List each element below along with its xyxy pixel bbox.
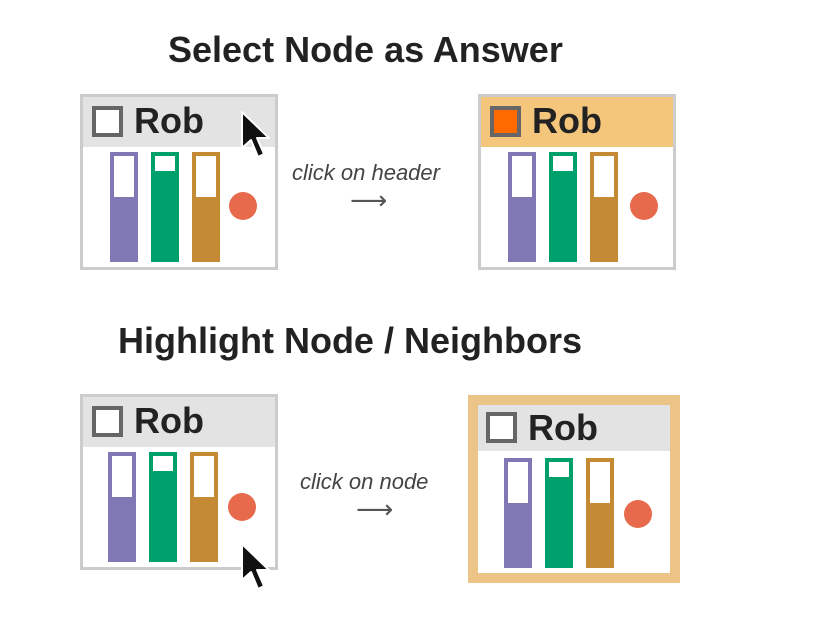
- arrow-cursor-icon: [241, 111, 270, 158]
- attribute-dot: [228, 493, 256, 521]
- bar-empty-part: [549, 462, 569, 477]
- attribute-bar-purple: [108, 452, 136, 562]
- attribute-bar-green: [545, 458, 573, 568]
- node-checkbox-checked[interactable]: [490, 106, 521, 137]
- node-card-highlight-before[interactable]: Rob: [80, 394, 278, 570]
- node-header[interactable]: Rob: [83, 97, 275, 147]
- attribute-bar-purple: [504, 458, 532, 568]
- bar-empty-part: [114, 156, 134, 197]
- bar-empty-part: [112, 456, 132, 497]
- node-checkbox[interactable]: [92, 106, 123, 137]
- highlight-title: Highlight Node / Neighbors: [118, 320, 582, 361]
- arrow-cursor-icon: [241, 543, 270, 590]
- attribute-bar-green: [149, 452, 177, 562]
- node-checkbox[interactable]: [92, 406, 123, 437]
- node-header[interactable]: Rob: [83, 397, 275, 447]
- node-card-highlighted[interactable]: Rob: [468, 395, 680, 583]
- bar-empty-part: [153, 456, 173, 471]
- node-header[interactable]: Rob: [481, 97, 673, 147]
- attribute-bar-green: [151, 152, 179, 262]
- bar-empty-part: [512, 156, 532, 197]
- node-card-selected[interactable]: Rob: [478, 94, 676, 270]
- bar-empty-part: [553, 156, 573, 171]
- attribute-bar-brown: [190, 452, 218, 562]
- node-name: Rob: [134, 400, 204, 441]
- select-title: Select Node as Answer: [168, 29, 563, 70]
- right-arrow-icon: ⟶: [356, 494, 394, 524]
- node-name: Rob: [532, 100, 602, 141]
- node-name: Rob: [134, 100, 204, 141]
- bar-empty-part: [155, 156, 175, 171]
- node-header[interactable]: Rob: [478, 405, 670, 451]
- right-arrow-icon: ⟶: [350, 185, 388, 215]
- bar-empty-part: [590, 462, 610, 503]
- attribute-dot: [624, 500, 652, 528]
- attribute-bar-green: [549, 152, 577, 262]
- attribute-dot: [229, 192, 257, 220]
- bar-empty-part: [196, 156, 216, 197]
- attribute-bar-brown: [192, 152, 220, 262]
- highlight-operation-label: click on node: [300, 469, 429, 494]
- bar-empty-part: [594, 156, 614, 197]
- attribute-dot: [630, 192, 658, 220]
- attribute-bar-purple: [508, 152, 536, 262]
- select-operation-label: click on header: [292, 160, 440, 185]
- bar-empty-part: [194, 456, 214, 497]
- node-checkbox[interactable]: [486, 412, 517, 443]
- attribute-bar-brown: [586, 458, 614, 568]
- attribute-bar-brown: [590, 152, 618, 262]
- attribute-bar-purple: [110, 152, 138, 262]
- node-name: Rob: [528, 407, 598, 448]
- bar-empty-part: [508, 462, 528, 503]
